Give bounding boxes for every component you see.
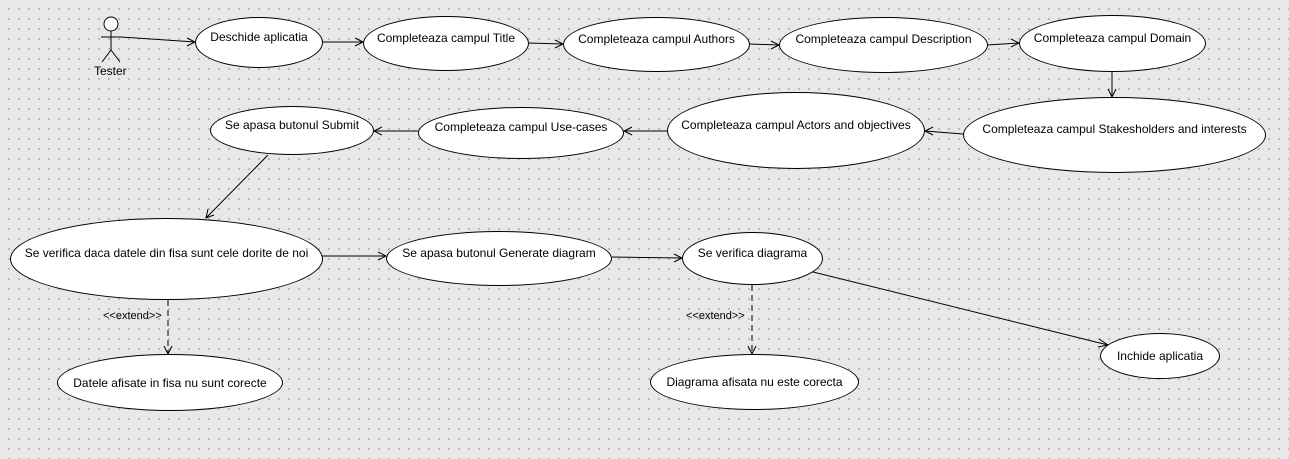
use-case-completeaza-description[interactable]: Completeaza campul Description bbox=[779, 17, 988, 73]
use-case-label: Completeaza campul Stakesholders and int… bbox=[982, 122, 1247, 136]
use-case-label: Se apasa butonul Generate diagram bbox=[402, 245, 596, 260]
arrow-head bbox=[622, 126, 633, 136]
flow-arrow bbox=[527, 42, 564, 45]
flow-arrow bbox=[205, 154, 269, 219]
actor-right-leg bbox=[110, 49, 121, 63]
use-case-label: Se verifica daca datele din fisa sunt ce… bbox=[24, 246, 309, 260]
flow-arrow bbox=[611, 256, 683, 259]
flow-arrow bbox=[804, 269, 1109, 346]
flow-arrow bbox=[748, 43, 780, 46]
extend-label: <<extend>> bbox=[103, 310, 162, 322]
use-case-completeaza-actors[interactable]: Completeaza campul Actors and objectives bbox=[667, 92, 925, 169]
arrow-head bbox=[205, 208, 215, 219]
actor-label: Tester bbox=[94, 64, 127, 78]
use-case-label: Completeaza campul Domain bbox=[1033, 30, 1192, 45]
use-case-label: Completeaza campul Authors bbox=[578, 31, 735, 46]
use-case-date-incorecte[interactable]: Datele afisate in fisa nu sunt corecte bbox=[57, 354, 283, 411]
use-case-completeaza-stakeholders[interactable]: Completeaza campul Stakesholders and int… bbox=[963, 97, 1266, 173]
use-case-verifica-date[interactable]: Se verifica daca datele din fisa sunt ce… bbox=[10, 218, 323, 300]
use-case-completeaza-use-cases[interactable]: Completeaza campul Use-cases bbox=[418, 107, 624, 159]
flow-arrow bbox=[924, 130, 964, 135]
use-case-label: Completeaza campul Description bbox=[795, 32, 972, 46]
extend-label: <<extend>> bbox=[686, 310, 745, 322]
association-arrow bbox=[120, 36, 196, 43]
use-case-label: Deschide aplicatia bbox=[210, 29, 308, 44]
use-case-apasa-generate-diagram[interactable]: Se apasa butonul Generate diagram bbox=[386, 231, 612, 286]
use-case-label: Completeaza campul Title bbox=[376, 30, 516, 45]
use-case-completeaza-domain[interactable]: Completeaza campul Domain bbox=[1019, 15, 1206, 72]
use-case-completeaza-authors[interactable]: Completeaza campul Authors bbox=[563, 17, 750, 72]
use-case-label: Completeaza campul Actors and objectives bbox=[681, 117, 911, 132]
use-case-verifica-diagrama[interactable]: Se verifica diagrama bbox=[682, 232, 823, 285]
use-case-inchide-aplicatia[interactable]: Inchide aplicatia bbox=[1100, 333, 1220, 379]
use-case-label: Inchide aplicatia bbox=[1116, 349, 1204, 363]
use-case-label: Diagrama afisata nu este corecta bbox=[666, 375, 843, 389]
flow-arrow bbox=[986, 42, 1020, 46]
use-case-apasa-submit[interactable]: Se apasa butonul Submit bbox=[210, 106, 374, 155]
arrow-head bbox=[372, 126, 383, 136]
use-case-completeaza-title[interactable]: Completeaza campul Title bbox=[363, 16, 529, 71]
use-case-label: Se verifica diagrama bbox=[697, 245, 808, 260]
use-case-label: Datele afisate in fisa nu sunt corecte bbox=[73, 375, 267, 390]
use-case-deschide-aplicatia[interactable]: Deschide aplicatia bbox=[195, 17, 323, 68]
arrow-head bbox=[923, 126, 934, 136]
actor-head bbox=[103, 16, 119, 32]
use-case-label: Completeaza campul Use-cases bbox=[434, 120, 608, 134]
actor-figure[interactable] bbox=[101, 16, 121, 63]
actor-left-leg bbox=[101, 49, 112, 63]
use-case-label: Se apasa butonul Submit bbox=[224, 117, 360, 132]
use-case-diagrama-incorecta[interactable]: Diagrama afisata nu este corecta bbox=[650, 354, 859, 410]
